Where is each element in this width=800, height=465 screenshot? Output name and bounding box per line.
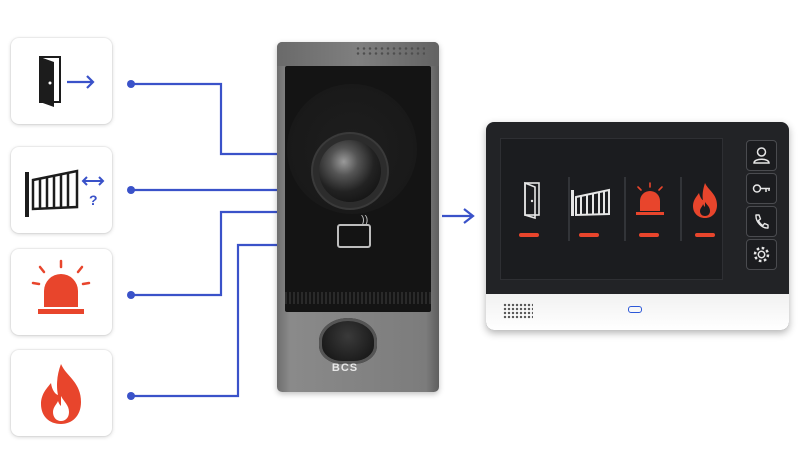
user-icon — [753, 147, 770, 164]
monitor-bottom-bezel — [486, 294, 789, 330]
wire-door-dot — [127, 80, 135, 88]
wire-fire — [131, 243, 277, 398]
wire-gate-dot — [127, 186, 135, 194]
wire-alarm — [131, 210, 277, 297]
screen-gate-indicator — [579, 233, 599, 237]
indoor-monitor — [486, 122, 789, 330]
screen-fire-icon — [693, 183, 717, 218]
door-station: )) BCS — [277, 42, 439, 392]
screen-alarm-indicator — [639, 233, 659, 237]
door-exit-icon — [39, 56, 95, 107]
station-glass-panel: )) — [285, 66, 431, 312]
home-button[interactable] — [628, 306, 642, 313]
brand-logo: BCS — [331, 362, 359, 374]
input-card-door — [11, 38, 112, 124]
microphone-grille — [503, 303, 533, 319]
wire-fire-dot — [127, 392, 135, 400]
screen-door-icon — [524, 181, 540, 220]
settings-button[interactable] — [746, 239, 777, 270]
gear-icon — [753, 246, 770, 263]
user-button[interactable] — [746, 140, 777, 171]
wire-alarm-dot — [127, 291, 135, 299]
input-card-fire — [11, 350, 112, 436]
arrow-right-icon — [442, 208, 475, 224]
key-icon — [752, 184, 770, 193]
fingerprint-reader — [319, 318, 377, 364]
station-speaker-dots — [355, 46, 425, 56]
input-card-gate: ? — [11, 147, 112, 233]
screen-gate-icon — [571, 188, 610, 217]
gate-icon: ? — [25, 169, 105, 217]
camera-lens — [319, 140, 381, 202]
phone-icon — [755, 214, 769, 229]
wire-door — [131, 82, 277, 156]
screen-door-indicator — [519, 233, 539, 237]
phone-button[interactable] — [746, 206, 777, 237]
screen-alarm-beacon-icon — [636, 182, 664, 215]
key-button[interactable] — [746, 173, 777, 204]
screen-fire-indicator — [695, 233, 715, 237]
alarm-beacon-icon — [31, 259, 91, 314]
monitor-screen — [500, 138, 723, 280]
fire-icon — [41, 364, 81, 424]
speaker-grille — [285, 292, 431, 304]
rfid-wave-icon: )) — [361, 214, 369, 226]
rfid-card-icon — [337, 224, 371, 248]
svg-text:?: ? — [89, 192, 98, 208]
input-card-alarm — [11, 249, 112, 335]
